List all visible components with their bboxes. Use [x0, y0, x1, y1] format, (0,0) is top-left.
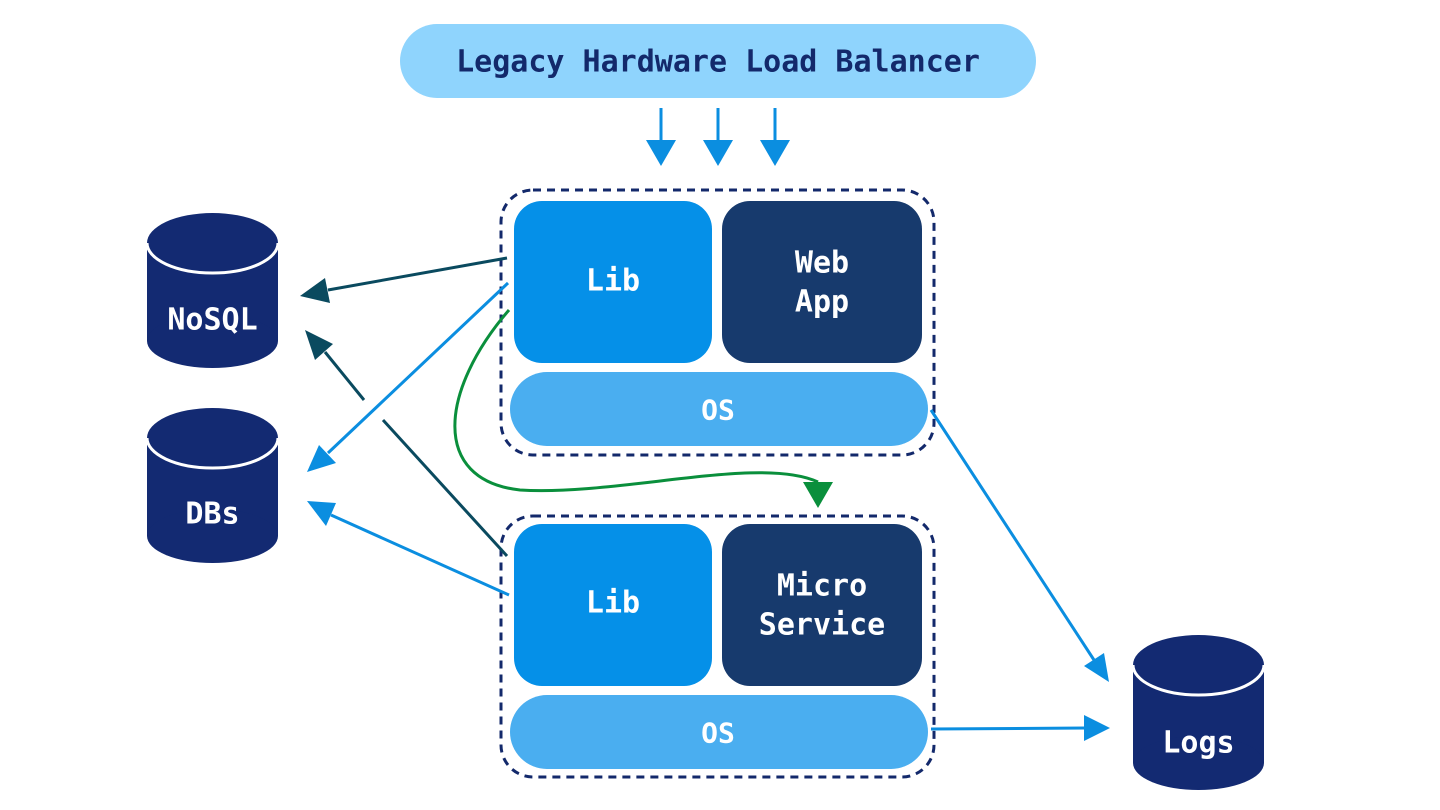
server-1-lib-box — [514, 201, 712, 363]
server-2-group: Lib Micro Service OS — [499, 514, 936, 779]
server-1-lib-label: Lib — [586, 264, 640, 299]
incoming-traffic-arrows — [646, 108, 790, 166]
micro-service-box — [722, 524, 922, 686]
server-1-group: Lib Web App OS — [499, 188, 936, 457]
dbs-cylinder-rim — [145, 437, 280, 470]
logs-database: Logs — [1131, 635, 1266, 790]
logs-cylinder-rim — [1131, 664, 1266, 697]
server-1-os-bar — [510, 372, 928, 446]
incoming-arrow-2 — [703, 108, 733, 166]
server-2-os-label: OS — [701, 717, 735, 750]
server-1-os-label: OS — [701, 394, 735, 427]
load-balancer: Legacy Hardware Load Balancer — [400, 24, 1036, 98]
dbs-label: DBs — [185, 497, 239, 532]
arrow-lib2-to-dbs — [307, 501, 510, 597]
micro-service-label-line1: Micro — [777, 569, 867, 604]
nosql-cylinder-rim — [145, 242, 280, 275]
server-2-lib-label: Lib — [586, 586, 640, 621]
server-2-os-bar — [510, 695, 928, 769]
arrow-lib1-to-nosql — [300, 256, 508, 303]
server-2-lib-box — [514, 524, 712, 686]
incoming-arrow-1 — [646, 108, 676, 166]
micro-service-label-line2: Service — [759, 608, 885, 643]
server-2-dashed-border — [499, 514, 936, 779]
arrow-lib1-to-dbs — [307, 281, 510, 472]
web-app-box — [722, 201, 922, 363]
load-balancer-pill — [400, 24, 1036, 98]
server-1-dashed-border — [499, 188, 936, 457]
logs-label: Logs — [1162, 726, 1234, 761]
load-balancer-label: Legacy Hardware Load Balancer — [456, 45, 980, 80]
arrow-lib1-to-micro-service — [453, 309, 833, 508]
arrow-os1-to-logs — [929, 409, 1109, 682]
incoming-arrow-3 — [760, 108, 790, 166]
web-app-label-line1: Web — [795, 246, 849, 281]
web-app-label-line2: App — [795, 285, 849, 320]
nosql-label: NoSQL — [167, 303, 257, 338]
connection-arrows — [300, 256, 1110, 741]
nosql-database: NoSQL — [145, 213, 280, 368]
dbs-database: DBs — [145, 408, 280, 563]
arrow-lib2-to-nosql — [305, 330, 509, 558]
arrow-os2-to-logs — [930, 715, 1110, 741]
